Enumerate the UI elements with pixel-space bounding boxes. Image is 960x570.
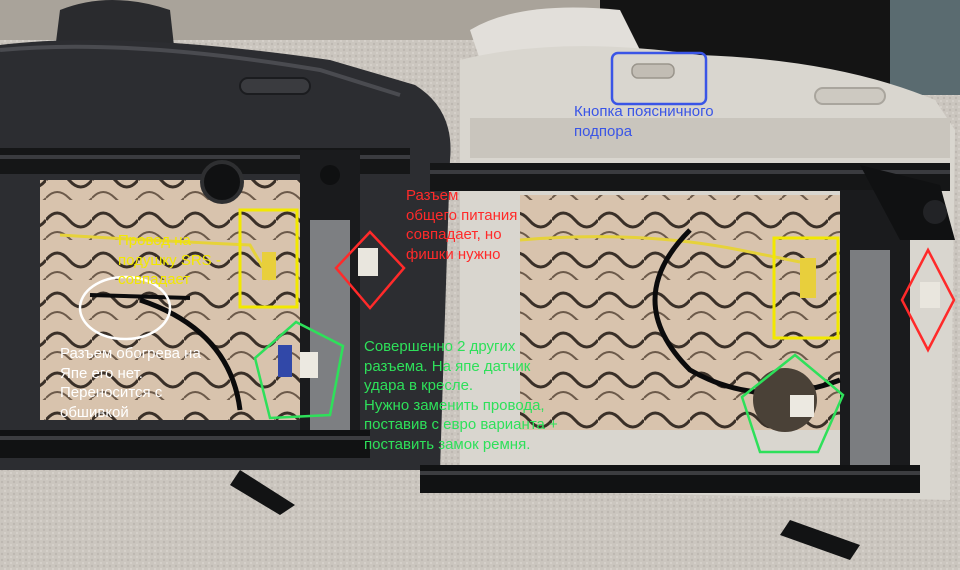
annotation-other-connectors: Совершенно 2 других разъема. На япе датч… xyxy=(364,338,558,453)
wire-harness-right xyxy=(519,235,801,264)
connector-power-left xyxy=(358,248,378,276)
green-pentagon-right xyxy=(740,353,845,454)
annotation-overlays xyxy=(78,51,956,454)
annotation-srs-wire: Провод на подушку SRS - совпадает xyxy=(118,232,221,288)
seat-right xyxy=(420,7,955,560)
bracket-right xyxy=(850,250,890,470)
red-diamond-left xyxy=(334,230,406,310)
green-pentagon-left xyxy=(253,320,345,420)
connector-srs-right xyxy=(800,258,816,298)
bracket-left xyxy=(310,220,350,430)
annotation-lumbar-button: Кнопка поясничного подпора xyxy=(574,103,714,140)
annotation-heater-connector: Разъем обогрева на Япе его нет. Переноси… xyxy=(60,345,201,421)
seat-left xyxy=(0,0,451,515)
connector-pair-right xyxy=(790,395,814,417)
window-top-right xyxy=(890,0,960,95)
seat-rail-left xyxy=(0,430,370,458)
connector-pair-left-2 xyxy=(300,352,318,378)
connector-srs-left xyxy=(262,252,276,280)
red-diamond-right xyxy=(900,247,956,353)
connector-pair-left-1 xyxy=(278,345,292,377)
yellow-highlight-box-right xyxy=(772,236,840,340)
seat-rail-right xyxy=(420,465,920,493)
lumbar-button-shape xyxy=(631,63,675,79)
blue-highlight-box xyxy=(610,51,708,106)
foam-right xyxy=(520,195,880,430)
annotation-power-connector: Разъем общего питания совпадает, но фишк… xyxy=(406,187,518,263)
white-ellipse xyxy=(78,275,172,341)
wire-harness-left xyxy=(59,233,272,281)
yellow-highlight-box-left xyxy=(238,208,299,309)
connector-power-right xyxy=(920,282,940,308)
